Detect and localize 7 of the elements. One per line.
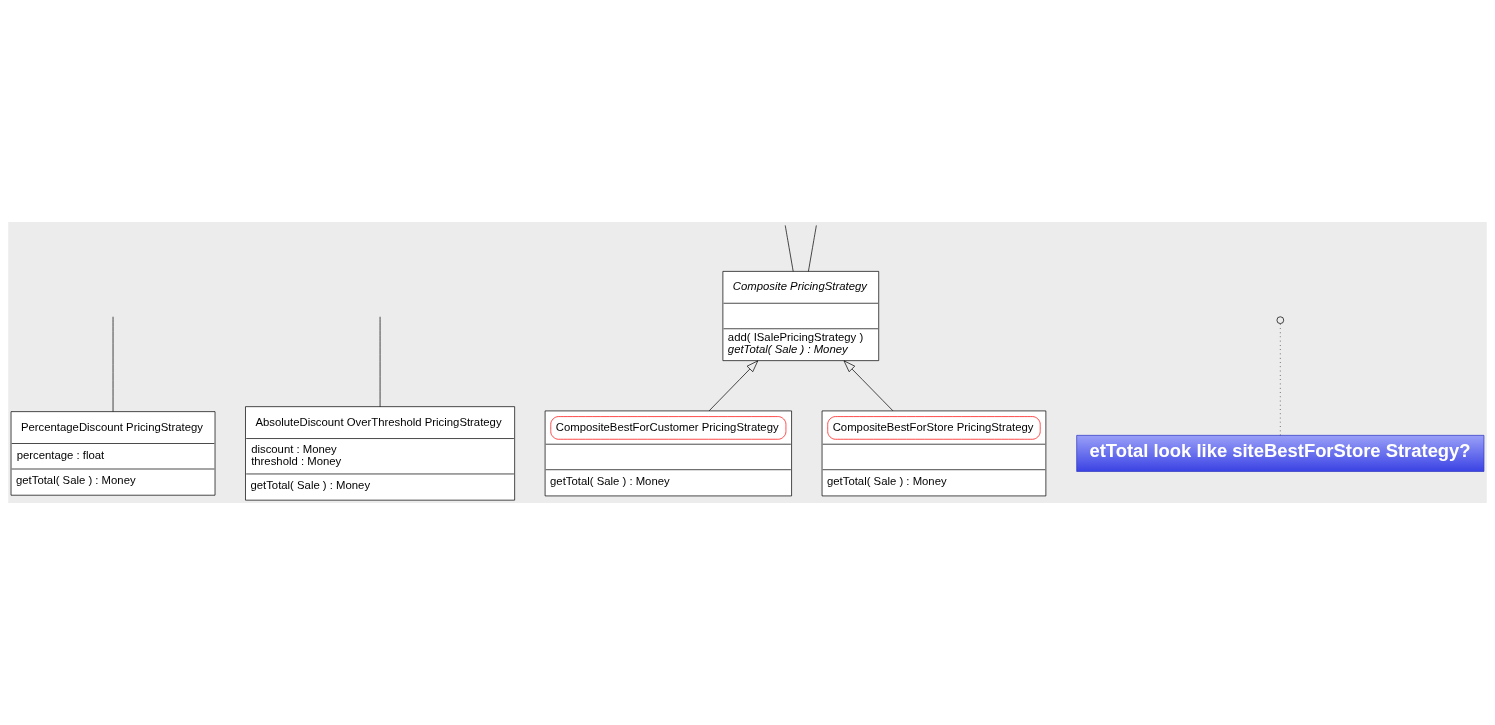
arrow: [708, 360, 759, 412]
arrow: [843, 360, 894, 412]
connector: [784, 225, 794, 272]
connector: [808, 225, 817, 272]
connector: [112, 316, 114, 412]
node-box: etTotal look like siteBestForStore Strategy?: [1076, 435, 1485, 472]
connector: [379, 316, 381, 408]
